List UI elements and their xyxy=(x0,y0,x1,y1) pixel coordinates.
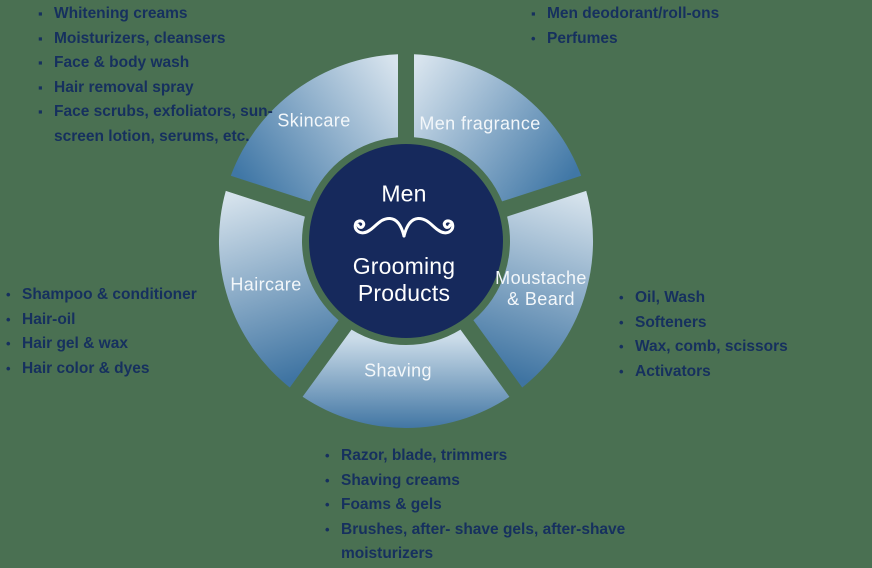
list-item: •Brushes, after- shave gels, after-shave… xyxy=(325,518,665,567)
bullet-icon: ▪ xyxy=(38,30,43,46)
bullet-icon: ▪ xyxy=(38,55,43,70)
list-item: ▪Hair removal spray xyxy=(38,76,338,101)
list-item: ▪Whitening creams xyxy=(38,2,338,27)
list-item: •Razor, blade, trimmers xyxy=(325,444,665,469)
bullet-icon: • xyxy=(619,314,624,330)
list-item: •Activators xyxy=(619,360,869,385)
bullet-icon: ▪ xyxy=(38,104,43,119)
skincare-list: ▪Whitening creams ▪Moisturizers, cleanse… xyxy=(38,2,338,149)
list-item: •Shampoo & conditioner xyxy=(6,283,266,308)
bullet-icon: ▪ xyxy=(38,79,43,95)
bullet-icon: • xyxy=(619,290,624,305)
bullet-icon: • xyxy=(531,30,536,46)
list-item: •Hair-oil xyxy=(6,308,266,333)
list-item: ▪Men deodorant/roll-ons xyxy=(531,2,851,27)
segment-shaving xyxy=(302,329,510,428)
haircare-list: •Shampoo & conditioner •Hair-oil •Hair g… xyxy=(6,283,266,381)
list-item: ▪Face scrubs, exfoliators, sun- screen l… xyxy=(38,100,338,149)
bullet-icon: ▪ xyxy=(531,6,536,21)
list-item: •Hair gel & wax xyxy=(6,332,266,357)
bullet-icon: • xyxy=(619,363,624,379)
bullet-icon: • xyxy=(6,287,11,302)
list-item: •Perfumes xyxy=(531,27,851,52)
list-item: •Oil, Wash xyxy=(619,286,869,311)
bullet-icon: • xyxy=(325,448,330,463)
list-item: •Softeners xyxy=(619,311,869,336)
mustache-icon xyxy=(353,217,455,238)
bullet-icon: • xyxy=(6,336,11,351)
shaving-list: •Razor, blade, trimmers •Shaving creams … xyxy=(325,444,665,567)
list-item: •Shaving creams xyxy=(325,469,665,494)
bullet-icon: • xyxy=(619,339,624,354)
bullet-icon: • xyxy=(325,521,330,537)
list-item: •Hair color & dyes xyxy=(6,357,266,382)
bullet-icon: • xyxy=(6,311,11,327)
segment-haircare xyxy=(218,190,339,388)
bullet-icon: • xyxy=(325,497,330,512)
bullet-icon: • xyxy=(6,360,11,376)
bullet-icon: • xyxy=(325,472,330,488)
list-item: ▪Face & body wash xyxy=(38,51,338,76)
men-fragrance-list: ▪Men deodorant/roll-ons •Perfumes xyxy=(531,2,851,51)
segment-moustache-beard xyxy=(473,190,594,388)
segment-skincare xyxy=(230,54,398,202)
list-item: •Wax, comb, scissors xyxy=(619,335,869,360)
list-item: ▪Moisturizers, cleansers xyxy=(38,27,338,52)
segment-men-fragrance xyxy=(414,54,582,202)
moustache-beard-list: •Oil, Wash •Softeners •Wax, comb, scisso… xyxy=(619,286,869,384)
list-item: •Foams & gels xyxy=(325,493,665,518)
center-circle xyxy=(309,144,503,338)
bullet-icon: ▪ xyxy=(38,6,43,21)
